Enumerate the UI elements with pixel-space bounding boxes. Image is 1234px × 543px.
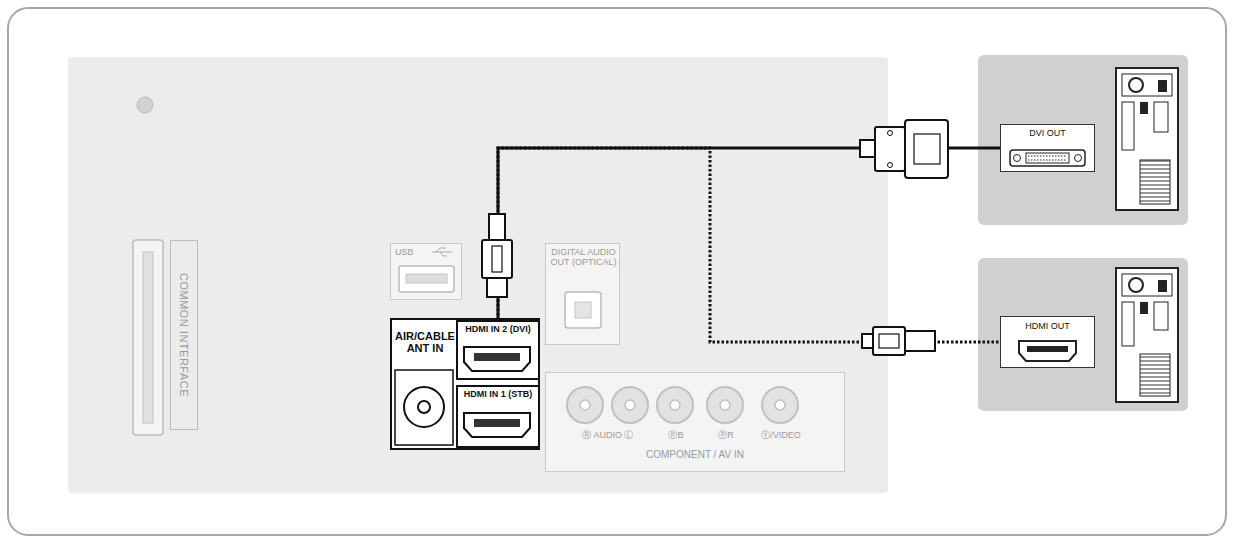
- jack-label: ⓅR: [711, 431, 741, 441]
- usb-box: USB: [390, 243, 462, 300]
- slot-label-box: COMMON INTERFACE: [170, 240, 198, 430]
- ci-slot-opening: [143, 252, 153, 423]
- dvi-out-ground: [1000, 124, 1095, 172]
- pc-panel-hdmi: [978, 258, 1188, 411]
- hdmi-port-box: HDMI IN 1 (STB): [456, 385, 540, 448]
- port-label: DVI OUT: [1003, 129, 1092, 139]
- pc-tower-2: [1116, 268, 1178, 402]
- outer-frame: [8, 8, 1226, 535]
- port-label: DIGITAL AUDIO OUT (OPTICAL): [549, 248, 618, 268]
- jack-label: Ⓨ/VIDEO: [746, 431, 816, 441]
- connection-panel-ground: [390, 318, 540, 450]
- tv-rear-panel: [68, 57, 888, 493]
- coax-jack: [404, 387, 444, 427]
- ci-slot: [133, 240, 163, 435]
- coax-frame: [395, 370, 453, 445]
- screw-hole: [137, 97, 153, 113]
- jack-label: ⓅB: [661, 431, 691, 441]
- hdmi-out-ground: [1000, 316, 1095, 368]
- port-label: USB: [395, 248, 421, 258]
- rca-centres: [580, 400, 785, 410]
- component-panel: Ⓡ AUDIO Ⓛ ⓅB ⓅR Ⓨ/VIDEO COMPONENT / AV IN: [545, 372, 845, 472]
- hdmi-plug-horizontal: [862, 327, 935, 355]
- port-label: HDMI IN 2 (DVI): [459, 325, 537, 335]
- pc-panel-dvi: [978, 55, 1188, 225]
- hdmi-plug-vertical: [482, 214, 512, 297]
- usb-icon: [432, 248, 452, 256]
- coax-pin: [418, 401, 430, 413]
- port-label: COMPONENT / AV IN: [546, 449, 844, 460]
- optical-ground: [545, 243, 620, 345]
- hdmi-port-2-tongue: [474, 353, 520, 361]
- rca-jacks: [567, 387, 798, 423]
- dvi-port: [1010, 150, 1085, 166]
- port-label: HDMI OUT: [1003, 322, 1092, 332]
- port-label: AIR/CABLE ANT IN: [394, 330, 456, 354]
- port-label: HDMI IN 1 (STB): [459, 390, 537, 400]
- usb-ground: [390, 243, 462, 300]
- output-box: DVI OUT: [1000, 124, 1095, 172]
- pc-tower-1: [1116, 68, 1178, 210]
- hdmi-port-1: [464, 413, 530, 437]
- dvi-plug: [860, 120, 948, 178]
- jack-label: Ⓡ AUDIO Ⓛ: [560, 431, 656, 441]
- port-label: COMMON INTERFACE: [178, 245, 190, 425]
- optical-port: [565, 292, 601, 328]
- optical-port-shutter: [575, 302, 591, 318]
- usb-port-tongue: [406, 274, 447, 283]
- optical-box: DIGITAL AUDIO OUT (OPTICAL): [545, 243, 620, 345]
- usb-port: [399, 266, 454, 292]
- connection-panel: AIR/CABLE ANT INHDMI IN 2 (DVI) HDMI IN 1…: [390, 318, 540, 450]
- hdmi-port-box: HDMI IN 2 (DVI): [456, 320, 540, 380]
- component-ground: [545, 372, 845, 472]
- hdmi-out-port: [1019, 341, 1076, 361]
- hdmi-port-1-tongue: [474, 419, 520, 427]
- hdmi-port-2: [464, 347, 530, 371]
- output-box: HDMI OUT: [1000, 316, 1095, 368]
